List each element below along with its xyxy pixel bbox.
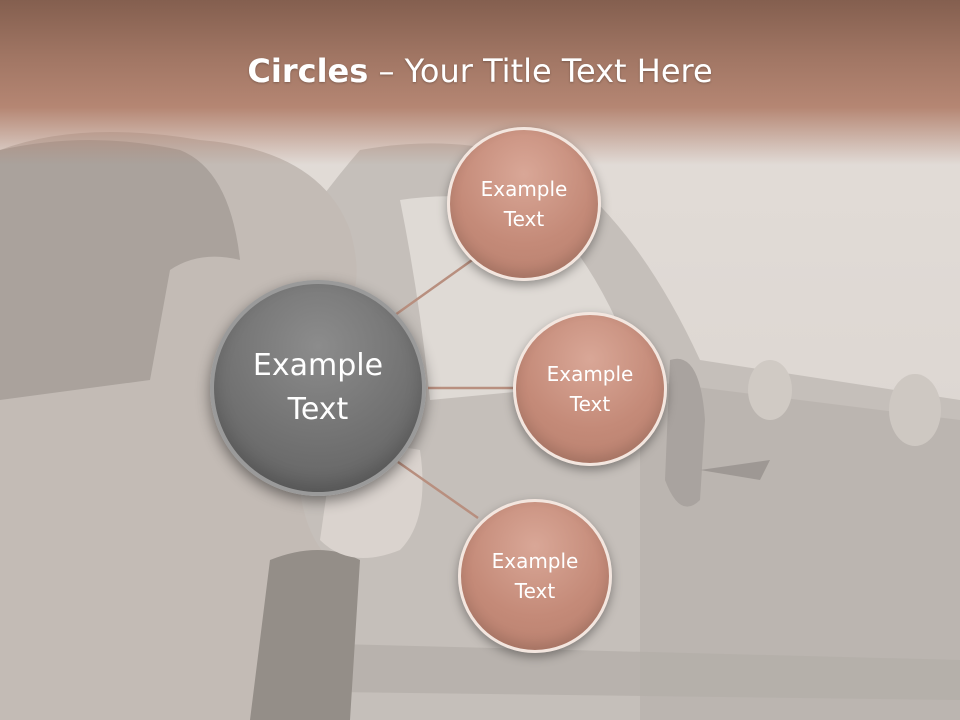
satellite-middle-label: Example Text (546, 362, 634, 416)
title-rest: – Your Title Text Here (368, 52, 713, 90)
satellite-circle-bottom[interactable]: Example Text (458, 499, 612, 653)
satellite-bottom-label: Example Text (491, 549, 579, 603)
satellite-top-label: Example Text (480, 177, 568, 231)
satellite-circle-middle[interactable]: Example Text (513, 312, 667, 466)
center-circle[interactable]: Example Text (210, 280, 426, 496)
connector-top (394, 256, 476, 317)
satellite-circle-top[interactable]: Example Text (447, 127, 601, 281)
header-band (0, 0, 960, 165)
center-circle-label: Example Text (252, 348, 384, 427)
slide-title[interactable]: Circles – Your Title Text Here (0, 52, 960, 90)
title-bold: Circles (247, 52, 369, 90)
connector-bottom (397, 460, 479, 520)
